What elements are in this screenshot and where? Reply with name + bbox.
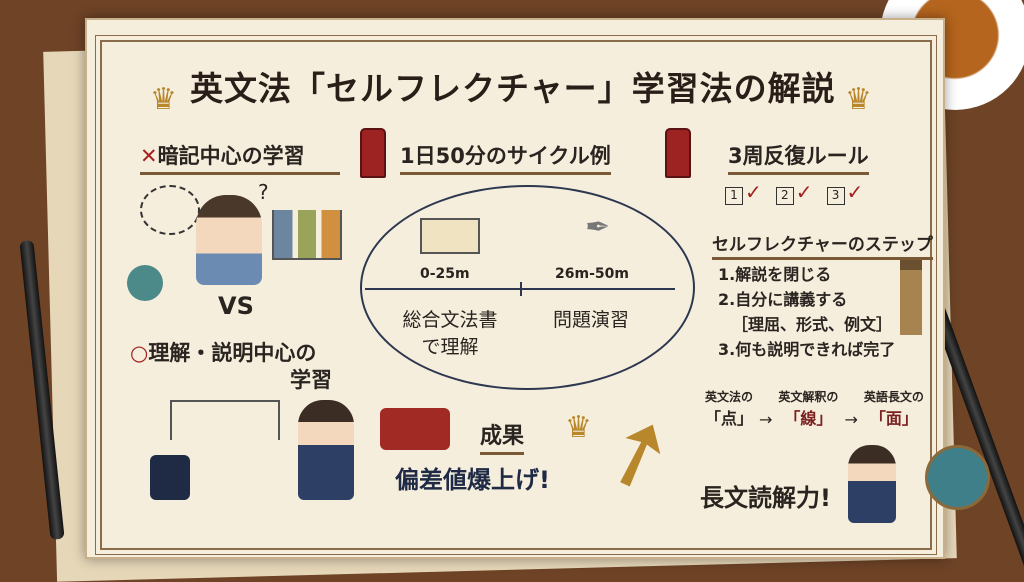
result-text: 偏差値爆上げ! xyxy=(395,466,550,494)
reading-result: 長文読解力! xyxy=(700,484,831,512)
point-line-plane-flow: 英文法の「点」 → 英文解釈の「線」 → 英語長文の「面」 xyxy=(705,388,924,429)
step-item: 3.何も説明できれば完了 xyxy=(718,340,896,359)
segment-2-time: 26m-50m xyxy=(555,266,629,282)
big-ben-icon xyxy=(900,260,922,335)
step-item: 1.解説を閉じる xyxy=(718,265,832,284)
round-3: 3 xyxy=(826,187,845,205)
question-icon: ? xyxy=(258,180,269,204)
crown-icon: ♛ xyxy=(565,410,592,445)
segment-1-label: 総合文法書で理解 xyxy=(390,305,510,359)
segment-1-label-line1: 総合文法書 xyxy=(402,309,498,331)
flow-plane: 英語長文の「面」 xyxy=(864,388,924,429)
good-method-label-2: 学習 xyxy=(290,368,332,392)
phone-booth-icon xyxy=(360,128,386,178)
frame-border xyxy=(95,35,937,555)
good-method-heading: ○理解・説明中心の xyxy=(130,337,316,369)
arrow-icon: → xyxy=(759,410,773,429)
tangled-thoughts-icon xyxy=(140,185,200,235)
flow-plane-label: 「面」 xyxy=(869,409,918,428)
ink-bottle-icon xyxy=(150,455,190,500)
flow-point-label: 「点」 xyxy=(705,409,754,428)
explaining-student-icon xyxy=(298,400,354,500)
round-checklist: 1✓2✓3✓ xyxy=(725,180,877,205)
check-icon: ✓ xyxy=(846,180,864,204)
flow-line-caption: 英文解釈の xyxy=(778,390,839,404)
check-icon: ✓ xyxy=(795,180,813,204)
segment-2-label: 問題演習 xyxy=(553,309,630,331)
result-heading: 成果 xyxy=(480,418,525,455)
double-decker-bus-icon xyxy=(380,408,450,450)
globe-icon xyxy=(925,445,990,510)
crown-icon: ♛ xyxy=(150,82,177,117)
timeline-tick xyxy=(520,282,522,296)
cycle-loop xyxy=(360,185,695,390)
round-1: 1 xyxy=(725,187,743,205)
diagram-icon xyxy=(272,210,342,260)
round-2: 2 xyxy=(775,187,794,205)
step-item: 2.自分に講義する xyxy=(718,290,848,309)
rule-heading: 3周反復ルール xyxy=(728,140,869,175)
page-title: 英文法「セルフレクチャー」学習法の解説 xyxy=(190,69,836,108)
phone-booth-icon xyxy=(665,128,691,178)
circle-icon: ○ xyxy=(130,341,149,365)
quill-icon: ✒ xyxy=(585,210,611,245)
crown-icon: ♛ xyxy=(845,82,872,117)
cross-icon: ✕ xyxy=(140,144,158,168)
bad-method-label: 暗記中心の学習 xyxy=(157,144,305,168)
flow-line: 英文解釈の「線」 xyxy=(778,388,838,429)
vs-label: VS xyxy=(218,292,254,320)
flow-line-label: 「線」 xyxy=(784,409,833,428)
good-method-label: 理解・説明中心の xyxy=(148,341,317,365)
flow-plane-caption: 英語長文の xyxy=(863,390,924,404)
flow-point-caption: 英文法の xyxy=(705,390,754,404)
steps-list: 1.解説を閉じる 2.自分に講義する ［理屈、形式、例文］ 3.何も説明できれば… xyxy=(718,262,895,362)
check-icon: ✓ xyxy=(745,180,762,204)
cheering-student-icon xyxy=(848,445,896,523)
flow-point: 英文法の「点」 xyxy=(705,388,753,429)
segment-1-label-line2: で理解 xyxy=(421,336,479,358)
steps-heading: セルフレクチャーのステップ xyxy=(712,230,933,260)
confused-student-icon xyxy=(196,195,262,285)
step-item: ［理屈、形式、例文］ xyxy=(732,315,893,334)
segment-1-time: 0-25m xyxy=(420,266,470,282)
arrow-icon: → xyxy=(844,410,858,429)
bad-method-heading: ✕暗記中心の学習 xyxy=(140,140,340,175)
structure-diagram-icon xyxy=(170,400,280,440)
globe-icon xyxy=(127,265,163,301)
open-book-icon xyxy=(420,218,480,254)
cycle-heading: 1日50分のサイクル例 xyxy=(400,140,611,175)
